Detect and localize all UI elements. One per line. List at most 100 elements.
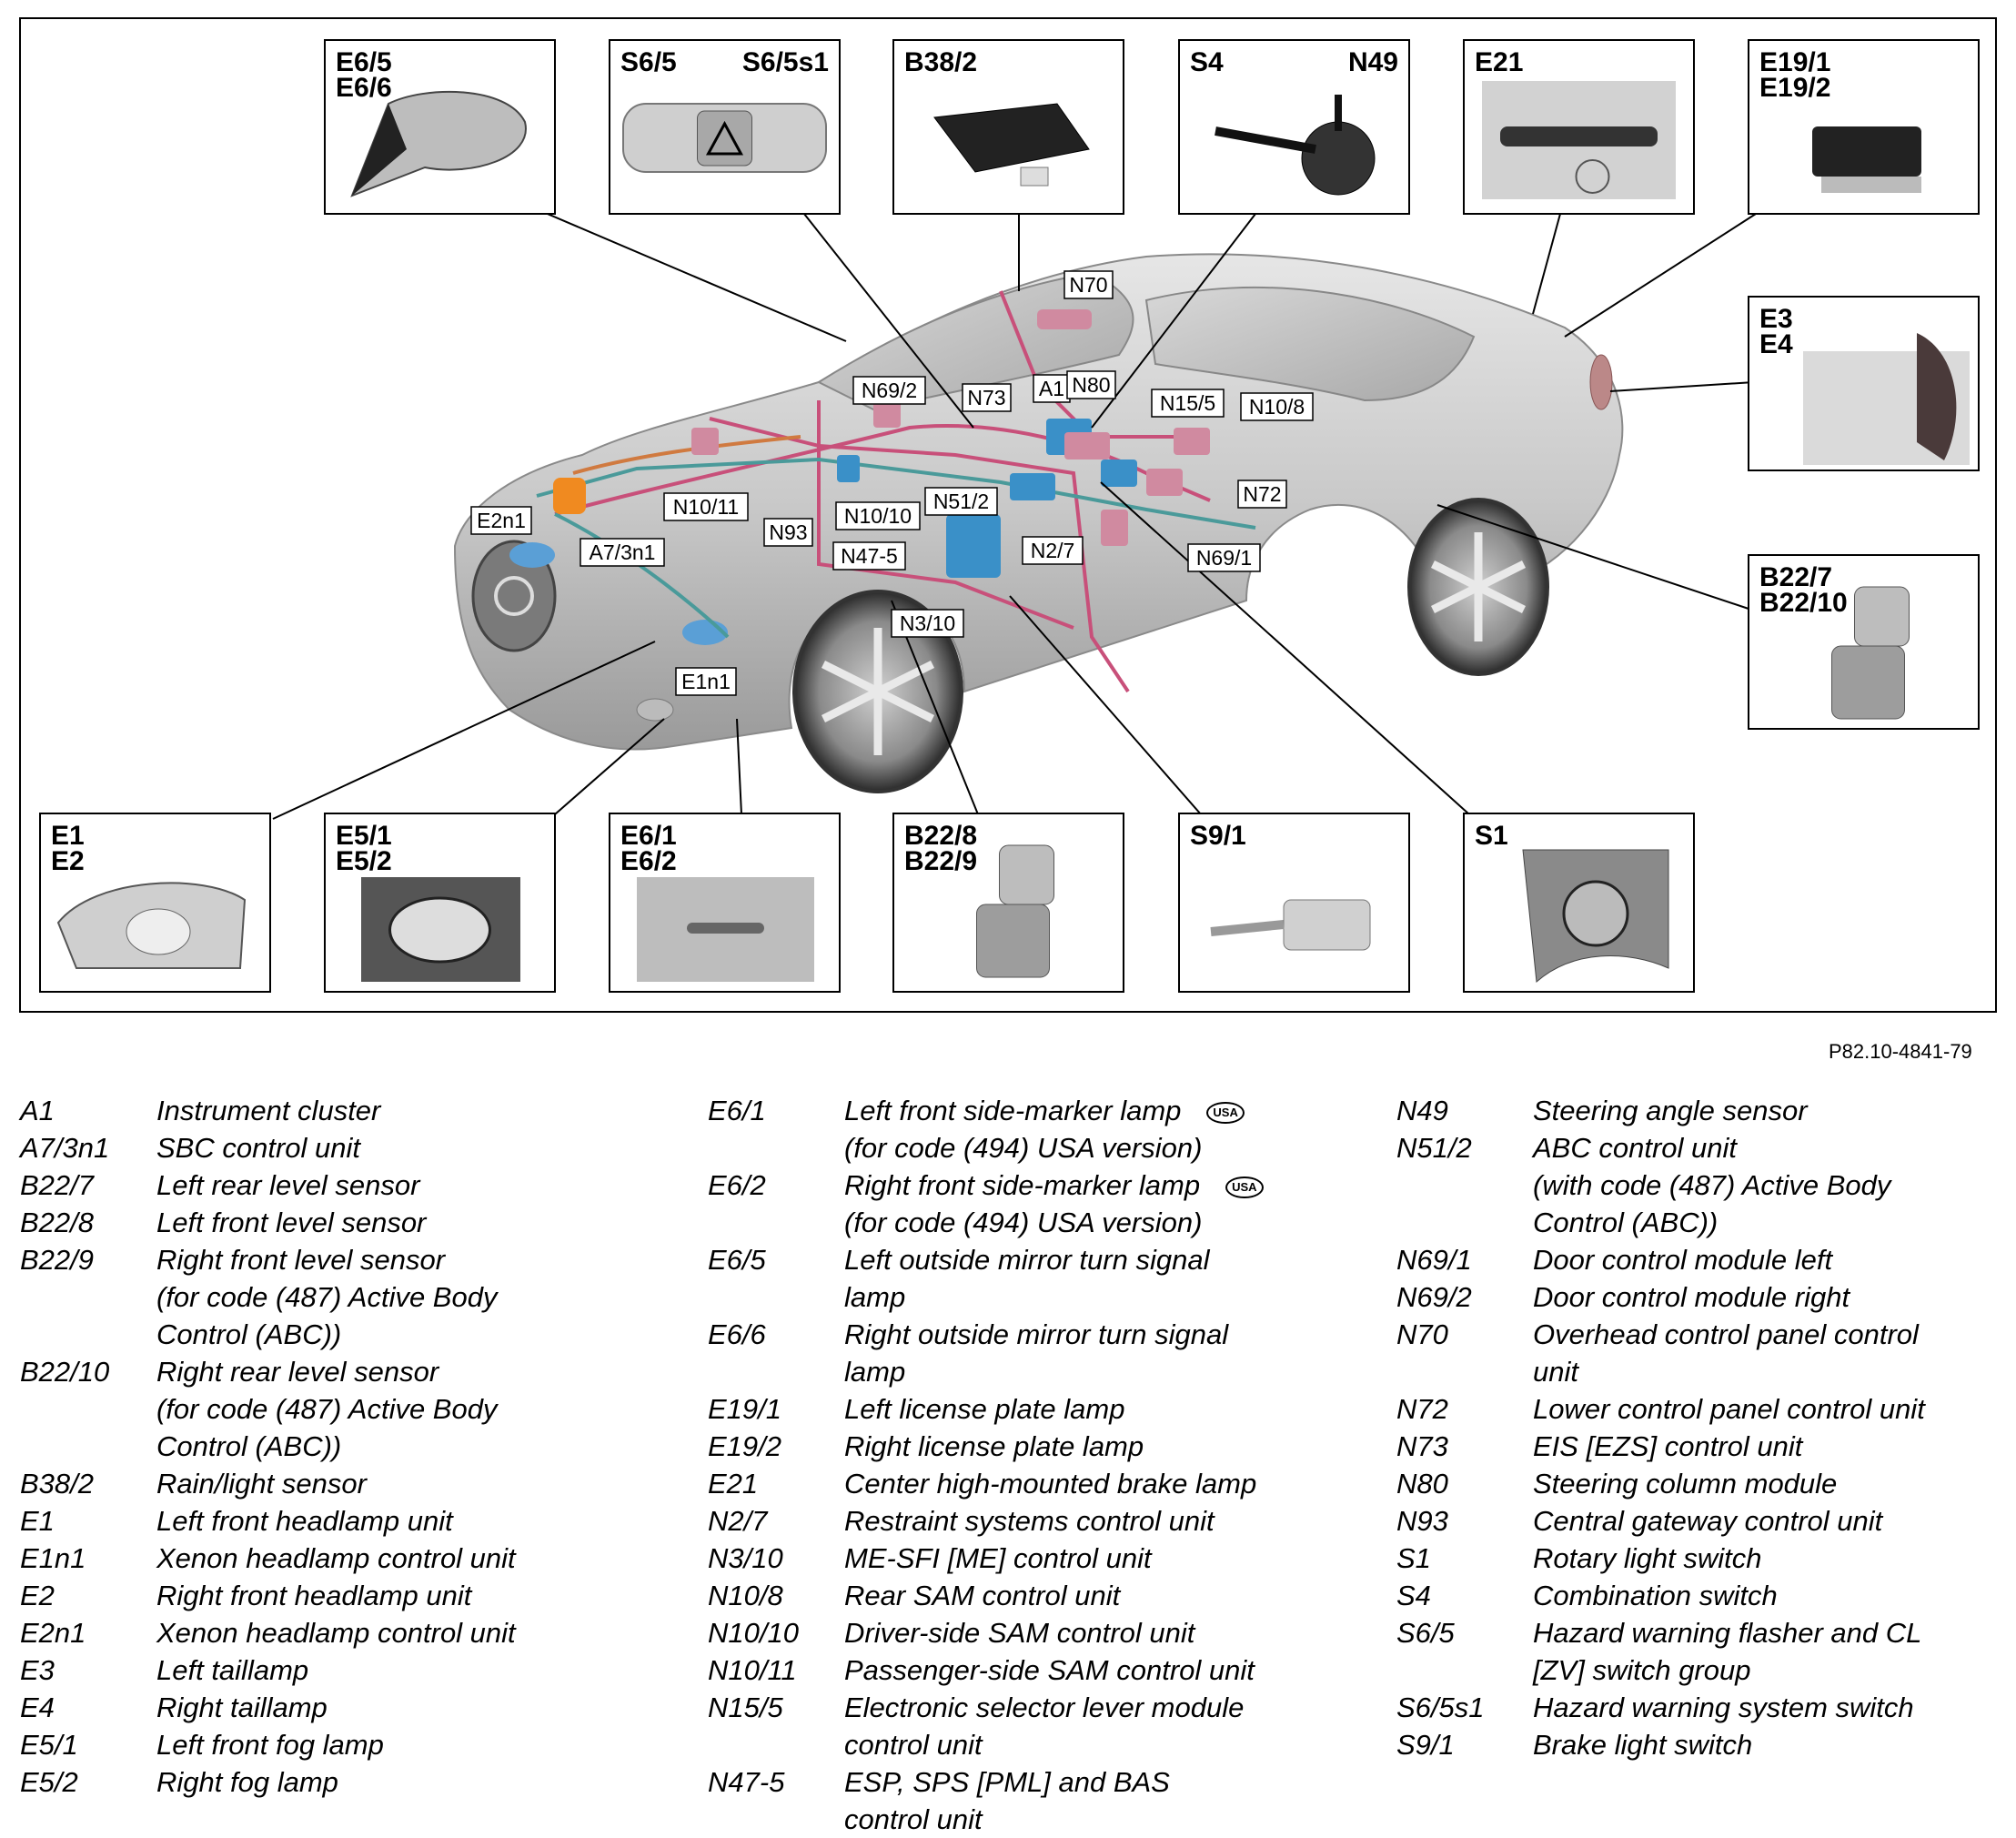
legend-row: [ZV] switch group bbox=[1396, 1651, 2016, 1689]
legend-row: lamp bbox=[708, 1278, 1354, 1316]
legend-description: Hazard warning system switch bbox=[1533, 1692, 1914, 1723]
detail-box-b382: B38/2 bbox=[892, 39, 1124, 215]
taillamp-icon bbox=[1803, 333, 1970, 465]
detail-box-label: B22/7 bbox=[1759, 562, 1832, 592]
detail-box-label: S4 bbox=[1190, 47, 1224, 77]
legend-description: Xenon headlamp control unit bbox=[156, 1542, 516, 1574]
legend-description: lamp bbox=[844, 1356, 906, 1388]
detail-box-label: E6/2 bbox=[620, 846, 677, 876]
legend-description: Control (ABC)) bbox=[156, 1430, 342, 1462]
legend-description: (with code (487) Active Body bbox=[1533, 1169, 1891, 1201]
detail-box-label: E2 bbox=[51, 846, 85, 876]
callout-n47-5: N47-5 bbox=[832, 541, 906, 571]
legend-description: Right license plate lamp bbox=[844, 1430, 1144, 1462]
legend-code bbox=[1396, 1166, 1533, 1204]
legend-row: (with code (487) Active Body bbox=[1396, 1166, 2016, 1204]
legend-description: Steering angle sensor bbox=[1533, 1095, 1808, 1126]
callout-a7-3n1: A7/3n1 bbox=[580, 538, 665, 567]
legend-description: Rotary light switch bbox=[1533, 1542, 1762, 1574]
legend-code: E1n1 bbox=[20, 1542, 86, 1574]
legend-code: N72 bbox=[1396, 1393, 1448, 1425]
svg-text:N10/10: N10/10 bbox=[844, 504, 912, 528]
legend-description: ABC control unit bbox=[1533, 1132, 1737, 1164]
legend-code bbox=[20, 1390, 156, 1428]
svg-text:N69/1: N69/1 bbox=[1196, 546, 1252, 570]
legend-code: N80 bbox=[1396, 1468, 1448, 1500]
detail-box-label: E6/1 bbox=[620, 821, 677, 851]
legend-code: N49 bbox=[1396, 1095, 1448, 1126]
legend-code: E19/2 bbox=[708, 1430, 782, 1462]
legend-description: control unit bbox=[844, 1729, 983, 1761]
callout-n15-5: N15/5 bbox=[1151, 389, 1225, 418]
detail-box-s91: S9/1 bbox=[1178, 813, 1410, 993]
legend-code: N70 bbox=[1396, 1318, 1448, 1350]
legend-row: N51/2 ABC control unit bbox=[1396, 1129, 2016, 1166]
legend-description: Right front headlamp unit bbox=[156, 1580, 472, 1611]
legend-code bbox=[1396, 1651, 1533, 1689]
callout-n73: N73 bbox=[962, 383, 1012, 412]
legend-code bbox=[708, 1129, 844, 1166]
legend-description: EIS [EZS] control unit bbox=[1533, 1430, 1803, 1462]
detail-box-label: E21 bbox=[1475, 47, 1523, 77]
detail-box-label: S9/1 bbox=[1190, 821, 1246, 851]
legend-description: [ZV] switch group bbox=[1533, 1654, 1751, 1686]
detail-box-label: B38/2 bbox=[904, 47, 977, 77]
legend-code: E6/2 bbox=[708, 1169, 766, 1201]
rotary-switch-icon bbox=[1522, 849, 1669, 984]
callout-n10-11: N10/11 bbox=[663, 492, 749, 521]
svg-text:N70: N70 bbox=[1069, 273, 1107, 297]
legend-code: N51/2 bbox=[1396, 1132, 1472, 1164]
legend-description: Xenon headlamp control unit bbox=[156, 1617, 516, 1649]
detail-box-label: S6/5 bbox=[620, 47, 677, 77]
control-modules bbox=[553, 309, 1210, 578]
legend-description: Left outside mirror turn signal bbox=[844, 1244, 1210, 1276]
legend-code: N10/11 bbox=[708, 1654, 797, 1686]
legend-code bbox=[708, 1353, 844, 1390]
legend-code bbox=[20, 1278, 156, 1316]
detail-box-label: B22/9 bbox=[904, 846, 977, 876]
legend-code: B22/8 bbox=[20, 1207, 95, 1238]
legend-code: N10/10 bbox=[708, 1617, 799, 1649]
detail-box-label: E6/5 bbox=[336, 47, 392, 77]
legend-code bbox=[20, 1316, 156, 1353]
headlamp-icon bbox=[56, 882, 247, 969]
legend-description: Left taillamp bbox=[156, 1654, 309, 1686]
callout-n80: N80 bbox=[1066, 370, 1116, 399]
legend-code bbox=[708, 1278, 844, 1316]
license-lamp-icon bbox=[1812, 126, 1921, 193]
legend-row: Control (ABC)) bbox=[20, 1316, 666, 1353]
legend-row: control unit bbox=[708, 1726, 1354, 1763]
legend-code: E3 bbox=[20, 1654, 55, 1686]
legend-code bbox=[708, 1801, 844, 1838]
detail-box-e61: E6/1E6/2 bbox=[609, 813, 841, 993]
legend-row: E1n1 Xenon headlamp control unit bbox=[20, 1540, 666, 1577]
svg-text:N72: N72 bbox=[1243, 482, 1281, 506]
legend-description: Brake light switch bbox=[1533, 1729, 1753, 1761]
legend-row: Control (ABC)) bbox=[20, 1428, 666, 1465]
legend-description: Right taillamp bbox=[156, 1692, 328, 1723]
callout-n3-10: N3/10 bbox=[891, 609, 964, 638]
